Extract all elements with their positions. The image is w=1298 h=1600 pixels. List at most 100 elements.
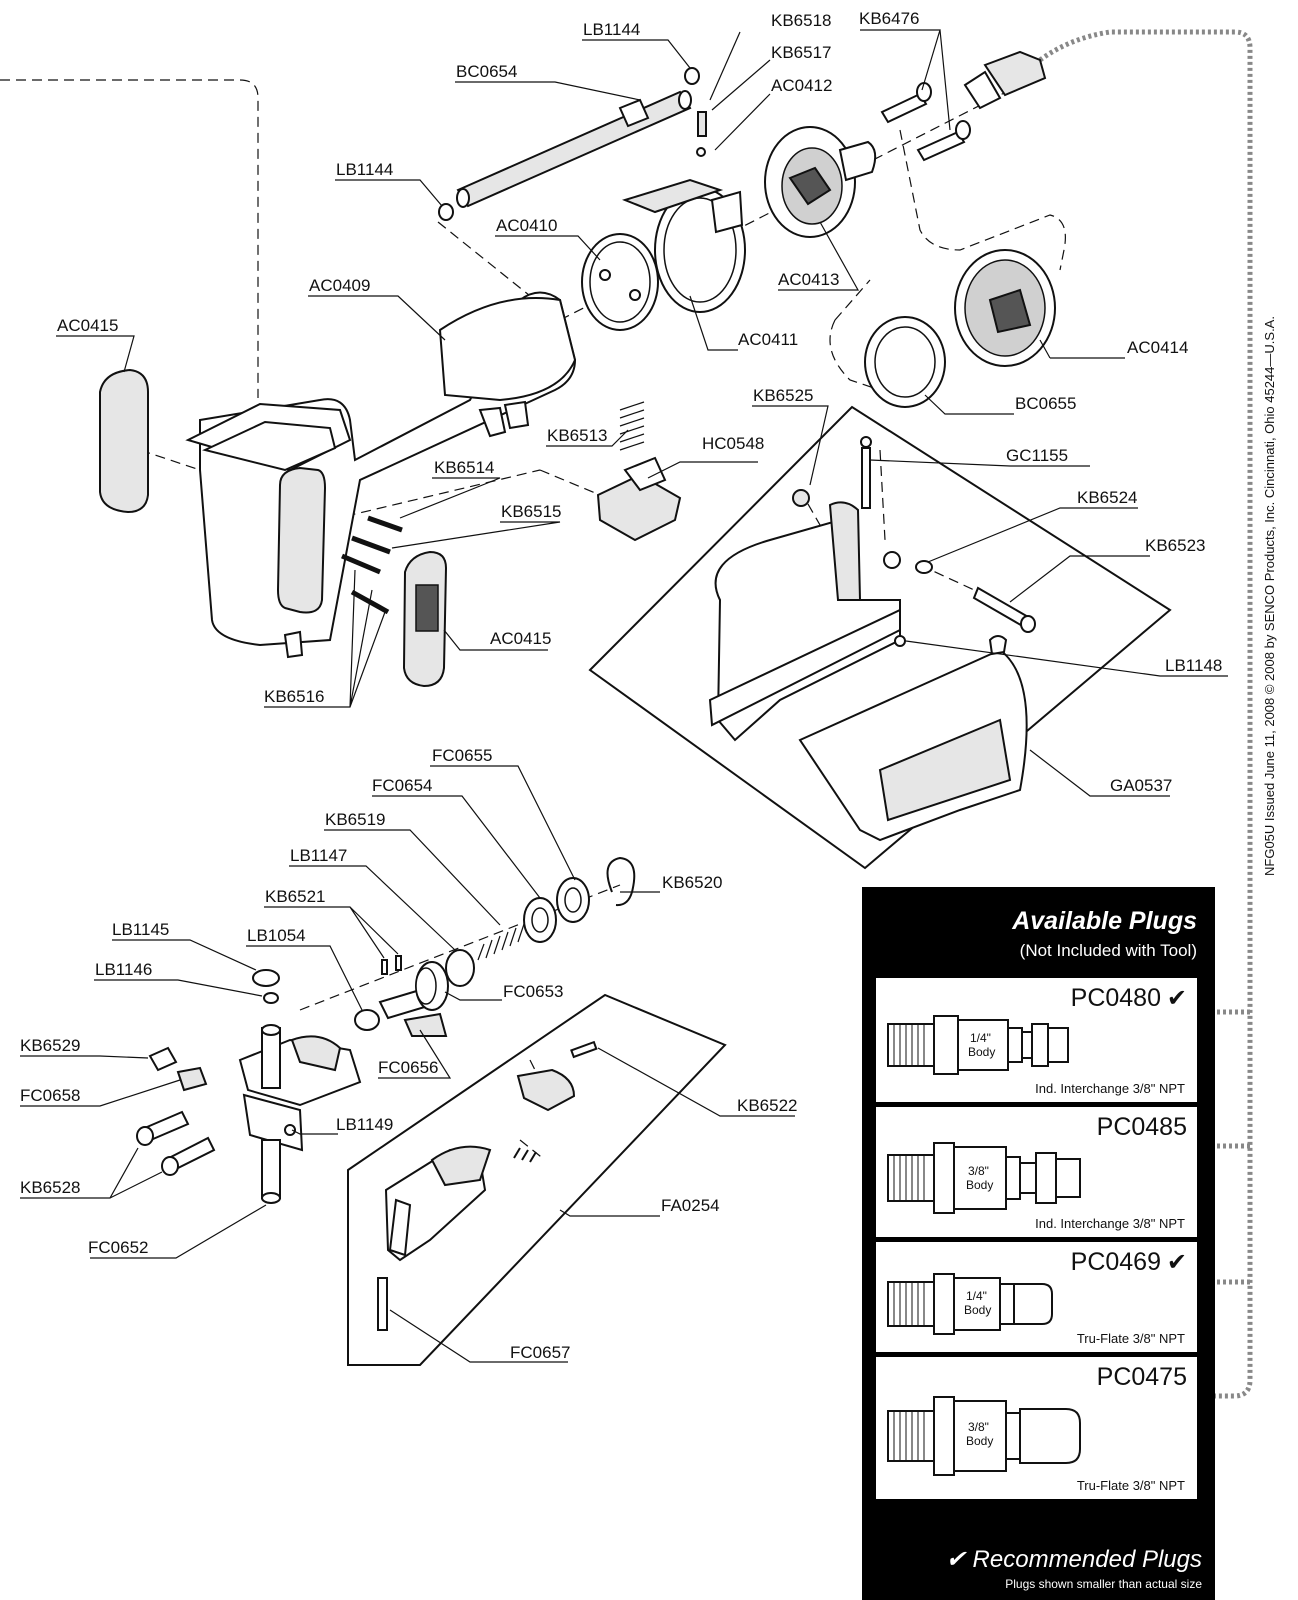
label-kb6517: KB6517 [771,43,832,62]
gasket [581,233,659,331]
washer-fc0655 [556,877,590,923]
plug-card-pc0475: PC0475 3/8" Body Tru-Flate 3/8" NPT [876,1357,1197,1499]
o-ring-lb1054 [354,1009,380,1031]
plug-size: 3/8" [968,1420,989,1434]
label-fc0658: FC0658 [20,1086,80,1105]
leader-lines [20,29,1228,1363]
air-hose-dotted-path [1038,29,1253,1399]
plug-body-label: Body [966,1434,993,1448]
label-kb6519: KB6519 [325,810,386,829]
label-ac0415-top: AC0415 [57,316,118,335]
plug-card-pc0485: PC0485 3/8" Body Ind. Interchange 3/8" N… [876,1107,1197,1237]
label-ac0415-bottom: AC0415 [490,629,551,648]
label-bc0654: BC0654 [456,62,517,81]
label-kb6522: KB6522 [737,1096,798,1115]
label-fc0652: FC0652 [88,1238,148,1257]
latch [596,456,682,542]
plug-card-pc0480: PC0480 ✔ 1/4" Body Ind. Interchange 3/8"… [876,978,1197,1102]
valve-body [238,1024,362,1204]
plug-body-label: Body [964,1303,991,1317]
label-fc0654: FC0654 [372,776,432,795]
plug-illustration: 3/8" Body [887,1142,1081,1214]
label-fc0653: FC0653 [503,982,563,1001]
plug-illustration: 1/4" Body [887,1015,1069,1075]
cylinder-cap [764,126,877,238]
plug-body-label: Body [966,1178,993,1192]
plug-code: PC0485 [1096,1113,1187,1141]
label-ac0413: AC0413 [778,270,839,289]
label-kb6516: KB6516 [264,687,325,706]
plug-card-pc0469: PC0469 ✔ 1/4" Body Tru-Flate 3/8" NPT [876,1242,1197,1352]
label-lb1148: LB1148 [1165,656,1222,675]
part-labels: LB1144 BC0654 KB6518 KB6517 AC0412 KB647… [20,9,1222,1362]
cylinder-tube [456,90,692,208]
bushing-ring [864,316,946,408]
plug-body-label: Body [968,1045,995,1059]
label-ac0414: AC0414 [1127,338,1188,357]
recommended-check-icon: ✔ [1166,1249,1187,1276]
plug-size: 1/4" [970,1031,991,1045]
label-kb6521: KB6521 [265,887,326,906]
o-ring-top [684,67,700,85]
label-kb6528: KB6528 [20,1178,81,1197]
plug-description: Tru-Flate 3/8" NPT [1076,1331,1185,1346]
label-ga0537: GA0537 [1110,776,1172,795]
door-assembly [708,436,1036,842]
label-lb1149: LB1149 [336,1115,393,1134]
recommended-check-icon: ✔ [1166,985,1187,1012]
label-fa0254: FA0254 [661,1196,720,1215]
label-kb6514: KB6514 [434,458,495,477]
assembly-axis-left [0,79,259,398]
label-ac0412: AC0412 [771,76,832,95]
adjust-ring [621,178,746,313]
available-plugs-panel: Available Plugs (Not Included with Tool)… [862,887,1215,1600]
nailer-body [185,291,577,659]
label-ac0409: AC0409 [309,276,370,295]
label-fc0656: FC0656 [378,1058,438,1077]
retaining-ring-kb6520 [606,856,636,907]
trigger-assembly-outline [347,993,727,1366]
detent-ball [696,147,706,157]
o-ring-left [438,203,454,221]
air-fitting [963,50,1047,110]
o-ring-lb1146 [263,992,279,1004]
o-ring-lb1149 [284,1124,296,1136]
label-fc0655: FC0655 [432,746,492,765]
label-ac0410: AC0410 [496,216,557,235]
label-kb6513: KB6513 [547,426,608,445]
plugs-panel-title: Available Plugs [1012,907,1197,935]
trigger-assembly [377,1040,598,1331]
o-ring-lb1147 [445,949,475,987]
label-kb6525: KB6525 [753,386,814,405]
exhaust-deflector [954,249,1056,367]
door-assembly-outline [588,405,1172,870]
label-gc1155: GC1155 [1006,446,1068,465]
plug-code: PC0469 [1070,1248,1161,1276]
label-lb1146: LB1146 [95,960,152,979]
label-kb6515: KB6515 [501,502,562,521]
recommended-plugs-legend: ✔ Recommended Plugs [945,1546,1202,1573]
plug-code: PC0480 [1070,984,1161,1012]
washer-fc0654 [523,897,557,943]
label-kb6523: KB6523 [1145,536,1206,555]
label-lb1054: LB1054 [247,926,306,945]
copyright-notice: NFG05U Issued June 11, 2008 © 2008 by SE… [1262,316,1277,876]
assembly-axis-valve [299,884,621,1011]
detent-spring [697,111,707,137]
latch-spring [619,401,645,451]
plug-description: Tru-Flate 3/8" NPT [1076,1478,1185,1493]
bolts-kb6528 [136,1110,216,1176]
plug-description: Ind. Interchange 3/8" NPT [1035,1216,1185,1231]
side-cover-top [99,368,149,514]
label-lb1145: LB1145 [112,920,169,939]
o-ring-lb1145 [252,969,280,987]
side-cover-bottom-window [415,584,439,632]
plugs-size-note: Plugs shown smaller than actual size [1005,1577,1202,1591]
label-hc0548: HC0548 [702,434,764,453]
plug-illustration: 3/8" Body [887,1396,1081,1476]
assembly-axis-pins [329,469,601,521]
label-lb1144-left: LB1144 [336,160,393,179]
spring-kb6519 [477,923,525,961]
assembly-axis-cap [899,129,1066,271]
label-kb6529: KB6529 [20,1036,81,1055]
